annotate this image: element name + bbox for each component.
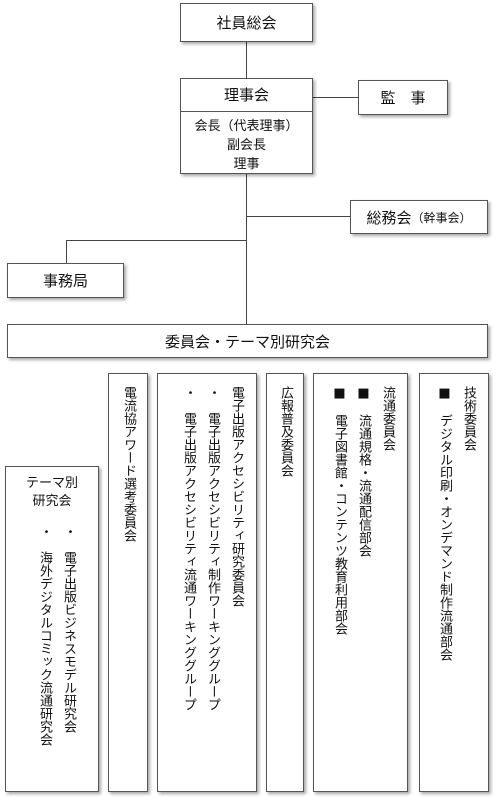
- technical-item: ■ デジタル印刷・オンデマンド制作流通部会: [437, 386, 452, 661]
- connector-board-trunk: [246, 174, 247, 324]
- board-member-vice-chair: 副会長: [226, 138, 266, 153]
- accessibility-item: ・ 電子出版アクセシビリティ制作ワーキンググループ: [205, 386, 220, 711]
- theme-study-box: テーマ別 研究会 ・ 電子出版ビジネスモデル研究会 ・ 海外デジタルコミック流通…: [5, 466, 99, 792]
- distribution-committee-title: 流通委員会: [380, 386, 395, 451]
- board-members: 会長（代表理事） 副会長 理事: [181, 112, 312, 174]
- pr-committee-box: 広報普及委員会: [266, 373, 304, 792]
- distribution-item: ■ 流通規格・流通配信部会: [356, 386, 371, 557]
- accessibility-item: ・ 電子出版アクセシビリティ流通ワーキンググループ: [181, 386, 196, 711]
- connector-trunk-secretariat-v: [66, 240, 67, 263]
- connector-trunk-secretariat-h: [66, 240, 247, 241]
- technical-committee-content: 技術委員会 ■ デジタル印刷・オンデマンド制作流通部会: [432, 386, 480, 661]
- general-affairs-box: 総務会（幹事会）: [350, 200, 488, 234]
- committees-bar-label: 委員会・テーマ別研究会: [164, 332, 330, 351]
- board-box: 理事会 会長（代表理事） 副会長 理事: [180, 78, 313, 174]
- assembly-box: 社員総会: [180, 3, 313, 42]
- general-affairs-label: 総務会: [366, 208, 412, 227]
- secretariat-box: 事務局: [7, 263, 124, 298]
- connector-trunk-general-affairs: [246, 216, 350, 217]
- auditor-label: 監 事: [380, 89, 426, 107]
- auditor-box: 監 事: [358, 80, 448, 115]
- theme-study-items: ・ 電子出版ビジネスモデル研究会 ・ 海外デジタルコミック流通研究会: [32, 525, 80, 746]
- theme-study-title-line1: テーマ別: [25, 476, 78, 491]
- pr-committee-title: 広報普及委員会: [278, 386, 293, 477]
- technical-committee-title: 技術委員会: [461, 386, 476, 451]
- board-member-chair: 会長（代表理事）: [194, 119, 299, 134]
- theme-study-title: テーマ別 研究会: [6, 475, 98, 511]
- committees-bar: 委員会・テーマ別研究会: [7, 324, 488, 358]
- accessibility-committee-content: 電子出版アクセシビリティ研究委員会 ・ 電子出版アクセシビリティ制作ワーキンググ…: [176, 386, 248, 711]
- secretariat-label: 事務局: [42, 272, 88, 290]
- distribution-committee-content: 流通委員会 ■ 流通規格・流通配信部会 ■ 電子図書館・コンテンツ教育利用部会: [327, 386, 399, 635]
- technical-committee-box: 技術委員会 ■ デジタル印刷・オンデマンド制作流通部会: [419, 373, 489, 792]
- connector-board-auditor: [313, 97, 358, 98]
- theme-study-item: ・ 電子出版ビジネスモデル研究会: [61, 525, 76, 733]
- connector-assembly-board: [246, 42, 247, 78]
- board-title: 理事会: [181, 79, 312, 112]
- accessibility-committee-box: 電子出版アクセシビリティ研究委員会 ・ 電子出版アクセシビリティ制作ワーキンググ…: [157, 373, 257, 792]
- distribution-item: ■ 電子図書館・コンテンツ教育利用部会: [332, 386, 347, 635]
- distribution-committee-box: 流通委員会 ■ 流通規格・流通配信部会 ■ 電子図書館・コンテンツ教育利用部会: [313, 373, 408, 792]
- theme-study-item: ・ 海外デジタルコミック流通研究会: [37, 525, 52, 746]
- general-affairs-note: （幹事会）: [411, 210, 472, 225]
- board-member-director: 理事: [233, 157, 260, 172]
- award-committee-box: 電流協アワード選考委員会: [108, 373, 148, 792]
- award-committee-title: 電流協アワード選考委員会: [121, 386, 136, 542]
- theme-study-title-line2: 研究会: [32, 494, 72, 509]
- accessibility-committee-title: 電子出版アクセシビリティ研究委員会: [229, 386, 244, 607]
- assembly-label: 社員総会: [216, 14, 277, 32]
